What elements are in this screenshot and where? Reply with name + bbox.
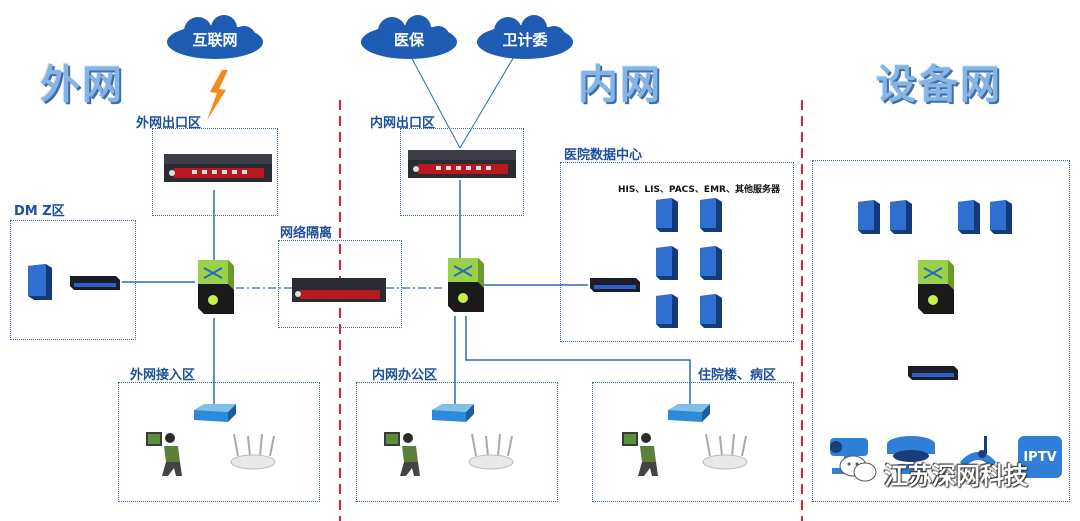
zone-external-access <box>118 382 320 502</box>
zone-data-center <box>560 162 794 342</box>
router-icon <box>908 366 958 380</box>
access-switch-icon <box>432 404 474 422</box>
watermark-text: 江苏深网科技 <box>884 462 1028 490</box>
iptv-icon: IPTV <box>1018 436 1062 478</box>
workstation-icon <box>146 432 182 476</box>
section-title-internal: 内网 <box>578 62 662 108</box>
wireless-ap-icon <box>468 433 514 470</box>
cloud-icon: 医保 <box>361 15 457 59</box>
firewall-icon <box>408 150 516 178</box>
cloud-medical-insurance: 医保 <box>354 14 464 62</box>
server-icon <box>28 264 52 300</box>
zone-label-inpatient: 住院楼、病区 <box>698 368 777 383</box>
zone-label-internal-office: 内网办公区 <box>372 368 438 383</box>
zone-device-network <box>812 160 1070 502</box>
zone-internal-exit <box>400 128 524 216</box>
server-group-icon <box>858 200 1012 234</box>
zone-dmz <box>10 220 136 340</box>
gatekeeper-icon <box>292 278 386 302</box>
section-title-device: 设备网 <box>876 62 1002 108</box>
watermark-logo-icon <box>838 452 878 484</box>
wireless-ap-icon <box>230 433 276 470</box>
zone-label-dmz: DM Z区 <box>14 204 65 219</box>
wireless-ap-icon <box>702 433 748 470</box>
workstation-icon <box>384 432 420 476</box>
core-switch-icon <box>448 258 484 312</box>
cloud-icon: 卫计委 <box>477 15 573 59</box>
core-switch-icon <box>918 260 954 314</box>
iptv-label: IPTV <box>1023 449 1057 465</box>
zone-label-external-exit: 外网出口区 <box>136 116 202 131</box>
firewall-icon <box>164 154 272 182</box>
zone-label-internal-exit: 内网出口区 <box>370 116 436 131</box>
zone-inpatient <box>592 382 794 502</box>
zone-label-external-access: 外网接入区 <box>130 368 196 383</box>
router-icon <box>590 278 640 292</box>
cloud-icon: 互联网 <box>167 15 263 59</box>
access-switch-icon <box>668 404 710 422</box>
router-icon <box>70 276 120 290</box>
zone-external-exit <box>152 128 278 216</box>
access-switch-icon <box>194 404 236 422</box>
zone-label-data-center: 医院数据中心 <box>564 148 643 163</box>
cloud-internet: 互联网 <box>160 14 270 62</box>
core-switch-icon <box>198 260 234 314</box>
zone-network-isolation <box>278 240 402 328</box>
speaker-icon <box>887 436 935 474</box>
cloud-label-medical-insurance: 医保 <box>394 31 425 49</box>
section-title-external: 外网 <box>40 62 124 108</box>
workstation-icon <box>622 432 658 476</box>
server-group-icon <box>656 198 722 328</box>
servers-label: HIS、LIS、PACS、EMR、其他服务器 <box>618 185 780 195</box>
zone-label-network-isolation: 网络隔离 <box>280 226 333 241</box>
lightning-link <box>207 70 228 120</box>
cloud-health-commission: 卫计委 <box>470 14 580 62</box>
music-icon <box>960 436 996 468</box>
zone-internal-office <box>356 382 558 502</box>
cloud-label-health-commission: 卫计委 <box>502 31 547 49</box>
cloud-label-internet: 互联网 <box>192 31 237 49</box>
